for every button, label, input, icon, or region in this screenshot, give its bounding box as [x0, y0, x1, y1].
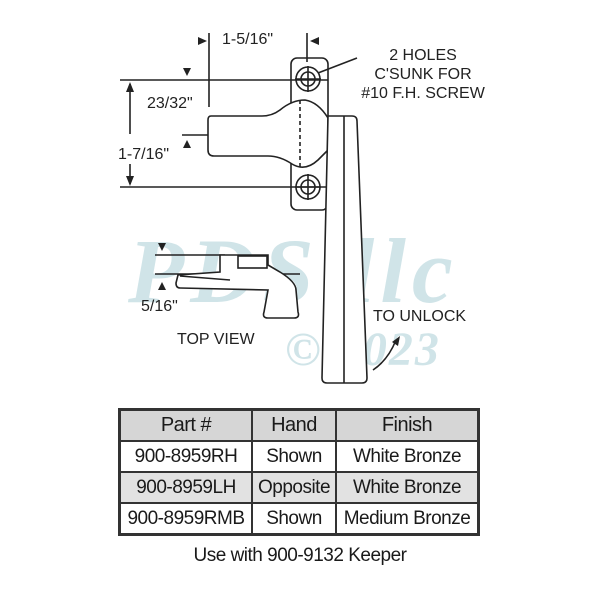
cell-part: 900-8959LH	[118, 471, 253, 504]
top-view-latch	[175, 254, 300, 319]
header-part: Part #	[118, 408, 253, 442]
cell-finish: Medium Bronze	[335, 502, 480, 536]
dim-hole-spacing-label: 1-7/16"	[118, 146, 170, 163]
arrow-down-icon	[183, 68, 191, 76]
cell-hand: Shown	[251, 502, 337, 536]
dim-offset-label: 23/32"	[147, 95, 193, 112]
cell-hand: Shown	[251, 440, 337, 473]
cell-part: 900-8959RH	[118, 440, 253, 473]
table-row: 900-8959LH Opposite White Bronze	[118, 471, 480, 504]
header-finish: Finish	[335, 408, 480, 442]
dim-width-label: 1-5/16"	[222, 31, 274, 48]
arrow-up-icon	[158, 282, 166, 290]
table-header-row: Part # Hand Finish	[118, 408, 480, 442]
keeper-note: Use with 900-9132 Keeper	[193, 545, 407, 566]
table-row: 900-8959RMB Shown Medium Bronze	[118, 502, 480, 536]
handle-hub	[207, 99, 329, 168]
dim-top-view-label: 5/16"	[141, 298, 178, 315]
arrow-right-icon	[198, 37, 207, 45]
top-view-cam	[237, 255, 268, 269]
callout-leader	[317, 57, 358, 74]
arrow-left-icon	[310, 37, 319, 45]
arrow-up-icon	[183, 140, 191, 148]
arrow-down-icon	[158, 243, 166, 251]
unlock-arrow	[372, 339, 397, 371]
cell-part: 900-8959RMB	[118, 502, 253, 536]
holes-callout-line3: #10 F.H. SCREW	[361, 85, 485, 102]
unlock-label: TO UNLOCK	[373, 308, 467, 325]
table-row: 900-8959RH Shown White Bronze	[118, 440, 480, 473]
cell-finish: White Bronze	[335, 440, 480, 473]
holes-callout: 2 HOLES C'SUNK FOR #10 F.H. SCREW	[358, 46, 488, 103]
cell-finish: White Bronze	[335, 471, 480, 504]
parts-table: Part # Hand Finish 900-8959RH Shown Whit…	[118, 408, 480, 536]
arrow-head-icon	[392, 336, 400, 346]
holes-callout-line2: C'SUNK FOR	[374, 66, 472, 83]
top-view-label: TOP VIEW	[177, 331, 255, 348]
arrow-up-icon	[126, 82, 134, 92]
header-hand: Hand	[251, 408, 337, 442]
arrow-down-icon	[126, 176, 134, 186]
holes-callout-line1: 2 HOLES	[389, 47, 457, 64]
cell-hand: Opposite	[251, 471, 337, 504]
